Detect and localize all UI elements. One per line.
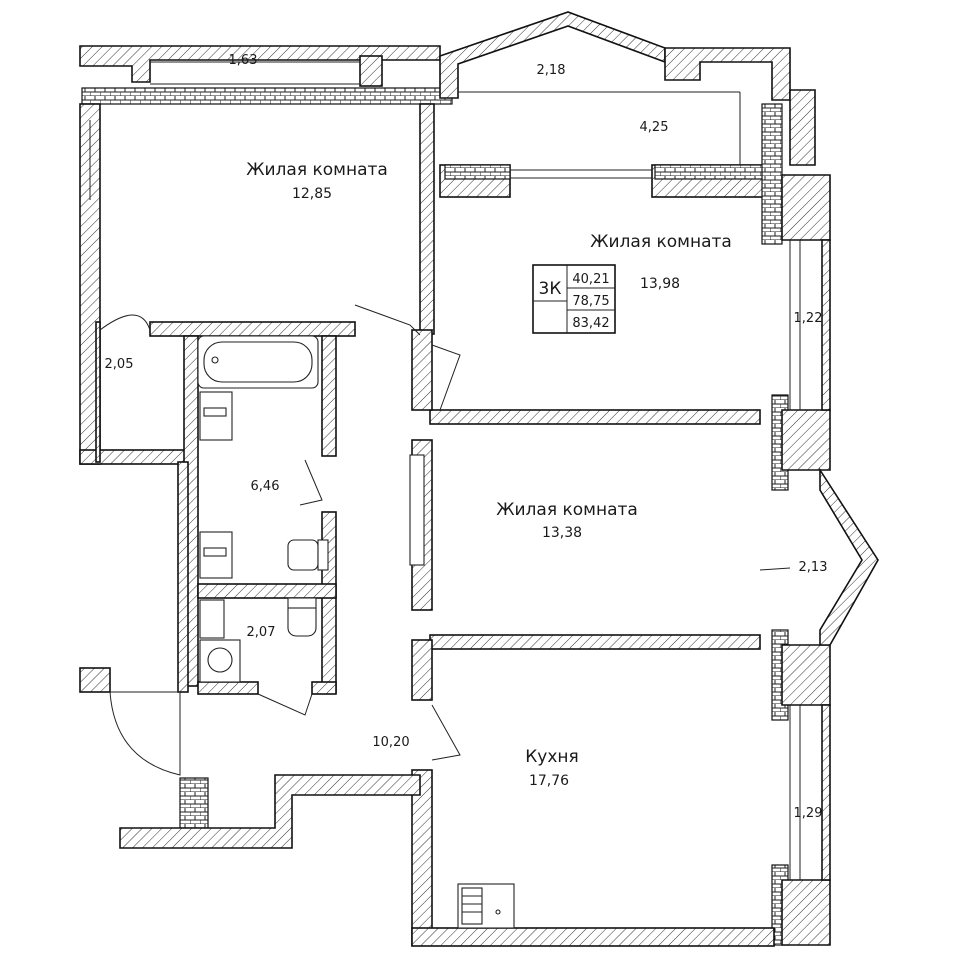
- area-loggia-top: 4,25: [640, 120, 669, 135]
- room-name-kitchen: Кухня: [525, 747, 579, 767]
- area-bay-right: 2,13: [799, 560, 828, 575]
- walls: [79, 11, 879, 947]
- area-bay-top: 2,18: [537, 63, 566, 78]
- apartment-type: 3К: [539, 279, 562, 299]
- room-area-living1: 12,85: [292, 186, 332, 202]
- room-name-living2: Жилая комната: [590, 232, 732, 252]
- doors: [99, 304, 791, 776]
- room-labels: Жилая комната 12,85 Жилая комната 13,98 …: [246, 160, 732, 789]
- room-name-living3: Жилая комната: [496, 500, 638, 520]
- apartment-summary: 3К 40,21 78,75 83,42: [532, 264, 616, 334]
- area-closet: 2,05: [105, 357, 134, 372]
- area-balcony-right-1: 1,22: [794, 311, 823, 326]
- area-labels: 1,63 2,18 4,25 2,05 6,46 2,07 10,20 1,22…: [105, 53, 828, 821]
- sink-3: [199, 599, 225, 639]
- total-area-with-balconies: 83,42: [572, 316, 609, 331]
- toilet-1: [287, 539, 319, 571]
- area-wc: 2,07: [247, 625, 276, 640]
- living-area: 40,21: [572, 272, 609, 287]
- area-bathroom: 6,46: [251, 479, 280, 494]
- room-area-living2: 13,98: [640, 276, 680, 292]
- area-hall: 10,20: [372, 735, 409, 750]
- area-balcony-top-left: 1,63: [229, 53, 258, 68]
- windows: [89, 61, 801, 880]
- room-area-living3: 13,38: [542, 525, 582, 541]
- area-balcony-right-2: 1,29: [794, 806, 823, 821]
- fixtures: [197, 335, 515, 929]
- total-area: 78,75: [572, 294, 609, 309]
- room-name-living1: Жилая комната: [246, 160, 388, 180]
- room-area-kitchen: 17,76: [529, 773, 569, 789]
